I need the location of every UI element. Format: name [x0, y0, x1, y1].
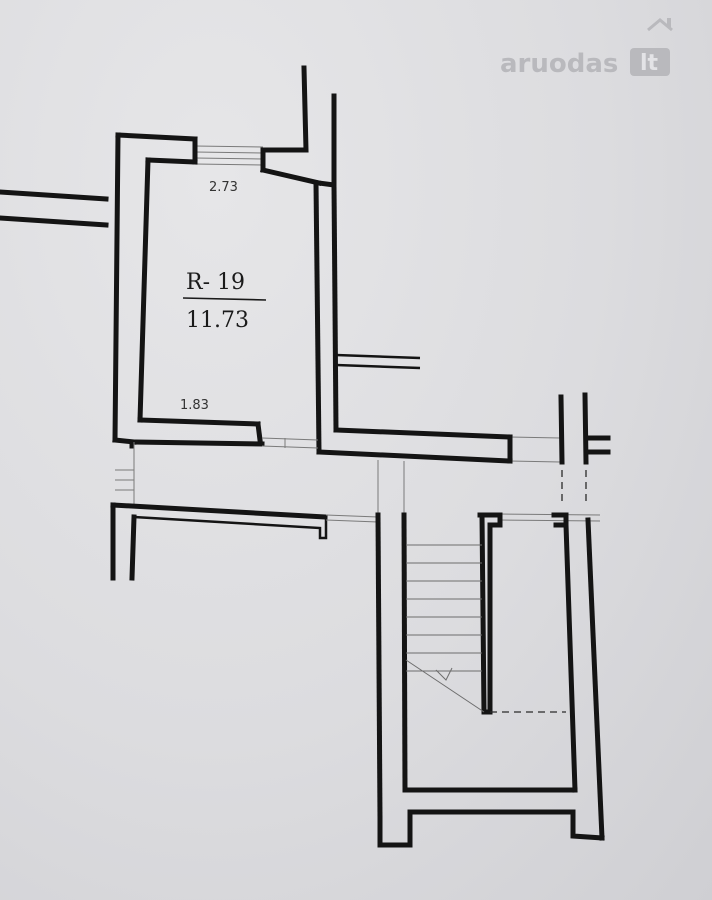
left-corridor-walls	[0, 189, 109, 228]
room-code: R- 19	[186, 270, 245, 295]
watermark-tld: lt	[640, 51, 659, 76]
watermark-box	[630, 48, 670, 76]
dimension-top-width: 2.73	[209, 180, 238, 195]
right-side-walls	[499, 392, 611, 522]
aruodas-watermark: aruodas lt	[500, 18, 673, 79]
room-label-divider	[182, 297, 267, 301]
room-r19-walls	[112, 65, 513, 464]
staircase	[375, 512, 605, 848]
watermark-name: aruodas	[500, 49, 618, 79]
central-corridor-walls	[110, 441, 405, 581]
room-area: 11.73	[186, 308, 249, 333]
door-opening-room	[261, 437, 319, 449]
house-icon	[647, 18, 673, 32]
window-top	[192, 136, 266, 173]
dimension-inner-length: 1.83	[180, 398, 209, 413]
room-labels: 2.73 R- 19 11.73 1.83	[180, 180, 267, 413]
